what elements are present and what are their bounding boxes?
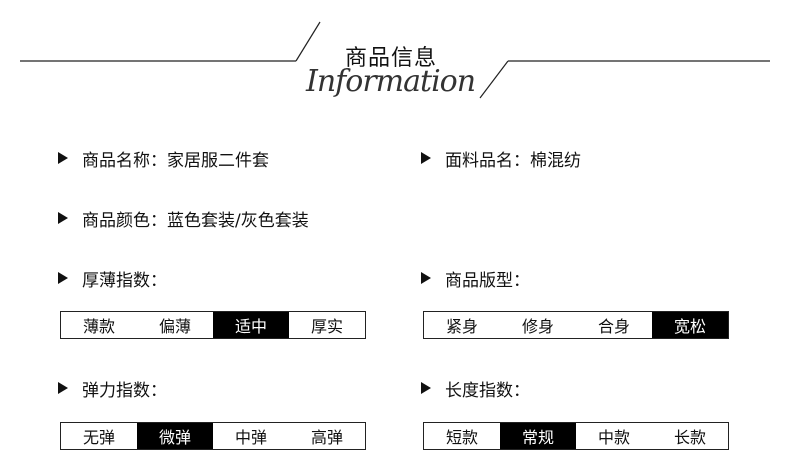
scale-fit-heading: 商品版型： [421, 266, 530, 291]
scale-elasticity: 无弹 微弹 中弹 高弹 [60, 422, 366, 450]
scale-label: 长度指数： [445, 380, 530, 401]
scale-thickness: 薄款 偏薄 适中 厚实 [60, 311, 366, 339]
header-right-slash [479, 60, 509, 99]
section-script-subtitle: Information [306, 64, 476, 99]
spec-label: 面料品名： [445, 150, 530, 171]
scale-option: 薄款 [61, 312, 137, 338]
scale-option: 高弹 [289, 423, 365, 449]
spec-product-name: 商品名称： 家居服二件套 [58, 146, 269, 171]
spec-fabric: 面料品名： 棉混纺 [421, 146, 581, 171]
scale-option-selected: 适中 [213, 312, 289, 338]
header-left-slash [295, 21, 321, 62]
scale-option: 长款 [652, 423, 728, 449]
scale-option-selected: 常规 [500, 423, 576, 449]
spec-label: 商品名称： [82, 150, 167, 171]
scale-label: 商品版型： [445, 270, 530, 291]
arrow-right-icon [58, 152, 68, 164]
scale-option: 紧身 [424, 312, 500, 338]
header-decoration [20, 21, 770, 99]
arrow-right-icon [58, 212, 68, 224]
arrow-right-icon [421, 272, 431, 284]
scale-option: 修身 [500, 312, 576, 338]
scale-option: 中款 [576, 423, 652, 449]
scale-option: 合身 [576, 312, 652, 338]
spec-color: 商品颜色： 蓝色套装/灰色套装 [58, 206, 309, 231]
scale-thickness-heading: 厚薄指数： [58, 266, 167, 291]
spec-value: 蓝色套装/灰色套装 [167, 210, 309, 231]
arrow-right-icon [58, 382, 68, 394]
arrow-right-icon [421, 382, 431, 394]
scale-fit: 紧身 修身 合身 宽松 [423, 311, 729, 339]
scale-length: 短款 常规 中款 长款 [423, 422, 729, 450]
section-title: 商品信息 [345, 46, 438, 71]
scale-option: 中弹 [213, 423, 289, 449]
scale-option: 厚实 [289, 312, 365, 338]
arrow-right-icon [58, 272, 68, 284]
scale-option-selected: 宽松 [652, 312, 728, 338]
arrow-right-icon [421, 152, 431, 164]
scale-option-selected: 微弹 [137, 423, 213, 449]
scale-elasticity-heading: 弹力指数： [58, 376, 167, 401]
scale-option: 无弹 [61, 423, 137, 449]
scale-option: 短款 [424, 423, 500, 449]
scale-length-heading: 长度指数： [421, 376, 530, 401]
spec-value: 家居服二件套 [167, 150, 269, 171]
scale-option: 偏薄 [137, 312, 213, 338]
spec-value: 棉混纺 [530, 150, 581, 171]
spec-label: 商品颜色： [82, 210, 167, 231]
scale-label: 弹力指数： [82, 380, 167, 401]
scale-label: 厚薄指数： [82, 270, 167, 291]
